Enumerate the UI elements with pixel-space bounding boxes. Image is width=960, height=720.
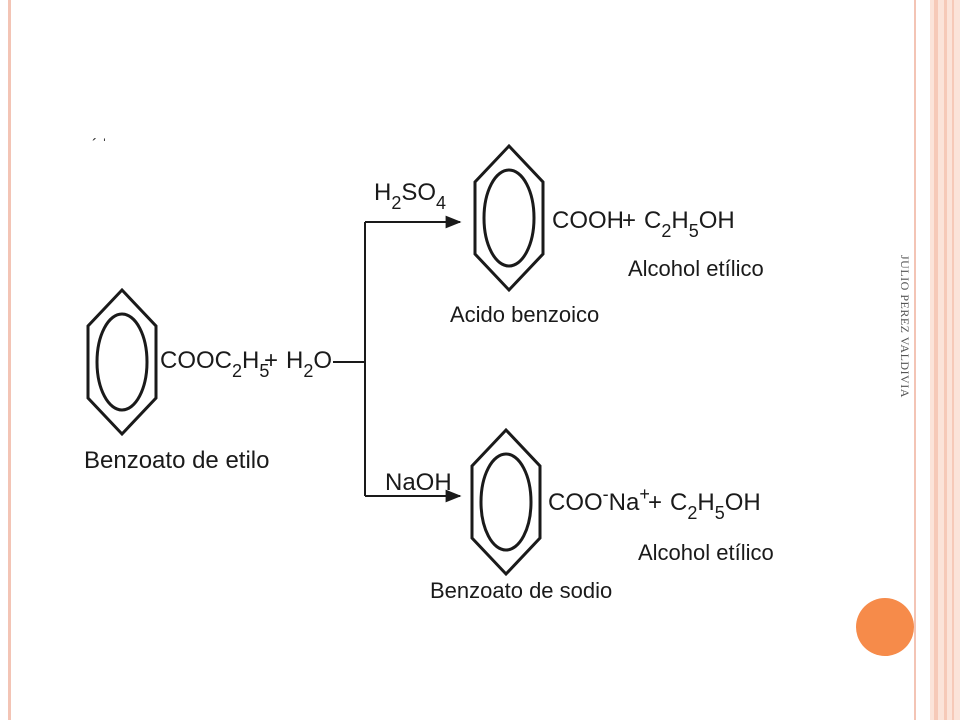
water-formula: H2O bbox=[286, 347, 332, 381]
acid-ethanol-name: Alcohol etílico bbox=[628, 256, 764, 281]
right-band-stripe-3 bbox=[952, 0, 954, 720]
slide-frame bbox=[8, 0, 916, 720]
base-ethanol-formula: C2H5OH bbox=[670, 489, 761, 523]
right-band-stripe-2 bbox=[944, 0, 947, 720]
base-product-name: Benzoato de sodio bbox=[430, 578, 612, 603]
base-plus: + bbox=[648, 489, 662, 516]
benzene-ring-icon bbox=[470, 427, 542, 577]
benzene-ring-icon bbox=[86, 287, 158, 437]
reactant-name: Benzoato de etilo bbox=[84, 447, 269, 474]
acid-product-group: COOH bbox=[552, 207, 624, 234]
acid-plus: + bbox=[622, 207, 636, 234]
base-product-group: COO-Na+ bbox=[548, 484, 650, 516]
acid-catalyst: H2SO4 bbox=[374, 179, 446, 213]
reactant-formula: COOC2H5 bbox=[160, 347, 269, 381]
acid-product-name: Acido benzoico bbox=[450, 302, 599, 327]
right-band-stripe-1 bbox=[934, 0, 938, 720]
benzene-ring-icon bbox=[473, 143, 545, 293]
reaction-diagram: ´ ˈ COOC2H5 + H2O Benzoato de etilo H2SO… bbox=[84, 137, 774, 603]
base-ethanol-name: Alcohol etílico bbox=[638, 540, 774, 565]
top-marks: ´ ˈ bbox=[92, 137, 107, 154]
reactant-plus: + bbox=[264, 347, 278, 374]
base-catalyst: NaOH bbox=[385, 469, 452, 496]
acid-ethanol-formula: C2H5OH bbox=[644, 207, 735, 241]
accent-circle bbox=[856, 598, 914, 656]
author-vertical-label: JULIO PEREZ VALDIVIA bbox=[898, 255, 912, 398]
